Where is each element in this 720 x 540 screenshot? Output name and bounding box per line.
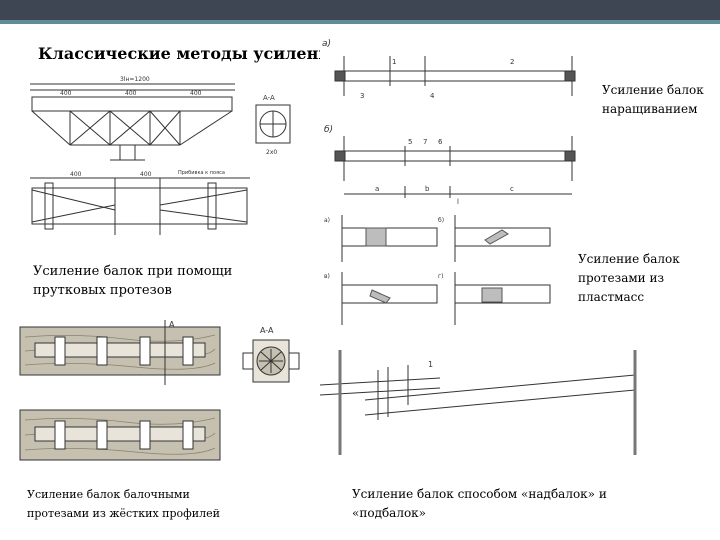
extension-dim-l: l — [457, 198, 459, 206]
plastic-prosthesis-drawing: a) б) в) г) — [320, 210, 560, 335]
extension-num-4: 4 — [430, 92, 435, 100]
plastic-label-a: a) — [324, 217, 330, 224]
extension-label-b: б) — [324, 125, 333, 135]
extension-num-6: 6 — [438, 138, 443, 146]
rod-prosthesis-drawing: 3lн=1200 400 400 400 400 400 A-A 2x0 При… — [10, 70, 300, 320]
extension-num-7: 7 — [423, 138, 427, 146]
rod-section-dim: 2x0 — [266, 149, 277, 156]
extension-num-2: 2 — [510, 58, 514, 66]
rod-dim-4: 400 — [70, 171, 82, 178]
over-under-num-1: 1 — [428, 360, 433, 369]
title-bar-accent-line — [0, 20, 720, 24]
extension-drawing: a) б) 1 2 3 4 5 6 7 a b c l — [320, 36, 580, 206]
caption-over-under-beams: Усиление балок способом «надбалок» и «по… — [352, 487, 607, 520]
rod-dim-3: 400 — [190, 90, 202, 97]
rod-note: Прибивка к пояса — [178, 170, 225, 176]
caption-extension: Усиление балок наращиванием — [602, 83, 704, 116]
extension-label-a: a) — [322, 39, 331, 49]
rod-dim-2: 400 — [125, 90, 137, 97]
rod-dim-total: 3lн=1200 — [120, 76, 150, 83]
caption-plastic-prostheses: Усиление балок протезами из пластмасс — [578, 252, 680, 304]
over-under-beams-drawing: 1 — [319, 345, 650, 465]
plastic-label-b: б) — [438, 217, 444, 224]
title-bar — [0, 0, 720, 20]
profile-section-label: A-A — [260, 326, 274, 335]
extension-dim-c: c — [510, 185, 514, 193]
profile-cut-letter: A — [169, 320, 175, 329]
extension-num-1: 1 — [392, 58, 396, 66]
caption-rod-prostheses: Усиление балок при помощи прутковых прот… — [33, 264, 233, 298]
slide-title: Классические методы усиления — [38, 44, 343, 63]
extension-dim-a: a — [375, 185, 379, 193]
extension-dim-b: b — [425, 185, 430, 193]
rod-dim-1: 400 — [60, 90, 72, 97]
plastic-label-c: в) — [324, 273, 330, 280]
plastic-label-d: г) — [438, 273, 444, 280]
extension-num-3: 3 — [360, 92, 364, 100]
rod-dim-5: 400 — [140, 171, 152, 178]
profile-prosthesis-drawing: A A-A — [15, 305, 305, 470]
rod-section-label: A-A — [263, 94, 275, 102]
extension-num-5: 5 — [408, 138, 412, 146]
caption-rigid-profile-prostheses: Усиление балок балочными протезами из жё… — [27, 488, 220, 520]
